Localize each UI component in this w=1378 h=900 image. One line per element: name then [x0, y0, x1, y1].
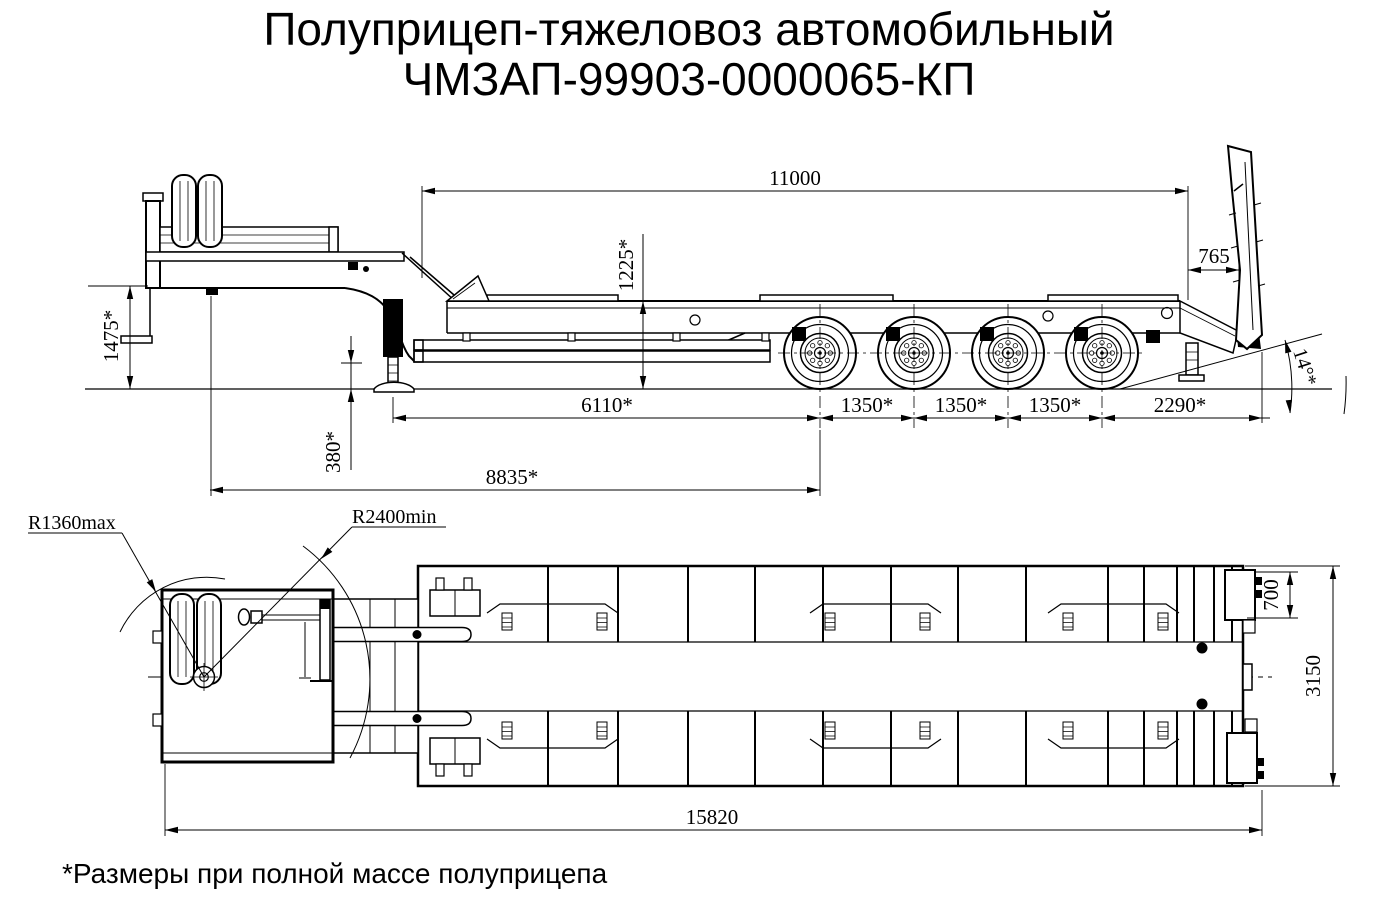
dim-6110: 6110* — [581, 393, 633, 417]
dim-1225: 1225* — [614, 239, 638, 292]
drawing-title: Полуприцеп-тяжеловоз автомобильный ЧМЗАП… — [0, 4, 1378, 104]
stored-ramp-rails — [413, 332, 771, 363]
label-r1360max: R1360max — [28, 512, 116, 534]
rear-lamp-boxes — [1224, 569, 1264, 784]
dim-1350-2: 1350* — [935, 393, 988, 417]
beavertail — [1179, 299, 1239, 355]
dim-15820: 15820 — [686, 805, 739, 829]
dim-1350-1: 1350* — [841, 393, 894, 417]
dim-angle-14: 14°* — [1288, 346, 1321, 389]
plan-view: R1360max R2400min 700 3150 15820 — [28, 506, 1340, 836]
arc-r2400 — [302, 545, 371, 759]
dim-380: 380* — [321, 431, 345, 473]
bogie-wheels — [778, 304, 1160, 428]
side-view: 11000 765 1225* 1475* 380* 6110* 1350* 1… — [85, 144, 1347, 496]
spare-wheels — [171, 174, 223, 248]
title-line2: ЧМЗАП-99903-0000065-КП — [402, 53, 976, 105]
extension-slats — [304, 626, 472, 727]
dim-2290: 2290* — [1154, 393, 1207, 417]
dim-8835: 8835* — [486, 465, 539, 489]
dim-1475: 1475* — [99, 310, 123, 363]
dim-765: 765 — [1198, 244, 1230, 268]
front-toolboxes — [429, 577, 481, 777]
footnote: *Размеры при полной массе полуприцепа — [62, 858, 608, 889]
landing-leg — [373, 299, 415, 393]
gooseneck-plan — [152, 588, 335, 764]
plan-view-dimensions: 700 3150 15820 — [164, 565, 1340, 836]
rear-section-side — [1178, 144, 1266, 382]
turn-radius-annotations: R1360max R2400min — [28, 506, 446, 759]
gooseneck-side — [120, 174, 462, 363]
title-line1: Полуприцеп-тяжеловоз автомобильный — [263, 3, 1115, 55]
dim-700: 700 — [1259, 579, 1283, 611]
kingpin-side — [206, 288, 218, 295]
loading-ramp-folded — [1226, 144, 1264, 351]
arc-r1360 — [119, 576, 226, 633]
deck-plan — [416, 564, 1264, 788]
landing-gear-winch — [237, 599, 334, 682]
dim-3150: 3150 — [1301, 655, 1325, 697]
dim-1350-3: 1350* — [1029, 393, 1082, 417]
gooseneck-curve — [344, 287, 416, 363]
junction-plan — [332, 598, 419, 754]
dim-11000: 11000 — [769, 166, 821, 190]
label-r2400min: R2400min — [352, 506, 436, 528]
